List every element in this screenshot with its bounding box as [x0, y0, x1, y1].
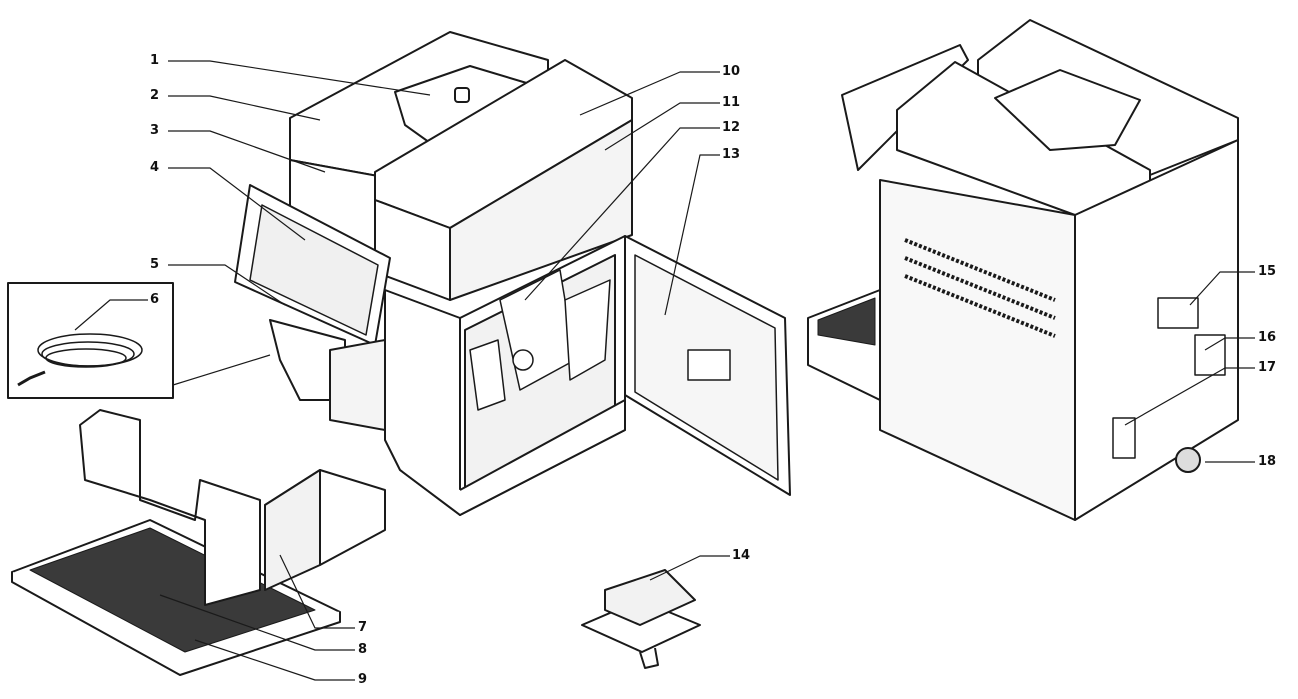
leader-1 — [168, 60, 431, 96]
door-label — [687, 349, 731, 381]
callout-5: 5 — [150, 257, 160, 272]
leader-17 — [1124, 367, 1255, 426]
rear-vent-1 — [904, 238, 1056, 302]
leader-lines — [74, 60, 1255, 681]
callout-2: 2 — [150, 88, 160, 103]
front-hopper-side — [449, 119, 633, 301]
hose-coil-3 — [45, 348, 127, 368]
rear-tray-grid — [817, 297, 876, 346]
leader-3 — [168, 130, 326, 173]
brew-unit-gear — [512, 349, 534, 371]
milk-hose-inset — [7, 282, 271, 399]
brew-unit-block — [604, 569, 696, 626]
callout-17: 17 — [1258, 360, 1277, 375]
callout-8: 8 — [358, 642, 368, 657]
water-knob-18 — [1175, 447, 1201, 473]
leader-8 — [159, 594, 355, 651]
rear-lid — [994, 69, 1141, 151]
brew-unit-stem — [639, 647, 659, 669]
leader-15 — [1189, 271, 1255, 306]
rear-vent-3 — [904, 274, 1056, 338]
rear-body-left — [879, 179, 1076, 521]
leader-12 — [524, 127, 720, 301]
callout-13: 13 — [722, 147, 741, 162]
rear-machine — [807, 19, 1239, 521]
callout-14: 14 — [732, 548, 751, 563]
leader-7 — [279, 554, 355, 629]
leader-4 — [168, 167, 306, 241]
grounds-slot — [469, 339, 506, 411]
leader-11 — [604, 102, 720, 151]
leader-2 — [168, 95, 321, 121]
inset-frame — [7, 282, 174, 399]
callout-16: 16 — [1258, 330, 1277, 345]
hose-connector — [17, 370, 46, 387]
leader-14 — [649, 555, 730, 581]
splash-wall — [79, 409, 261, 606]
grounds-container-front — [264, 469, 321, 591]
drip-grid — [29, 527, 316, 653]
callout-7: 7 — [358, 620, 368, 635]
touch-display-screen — [249, 204, 379, 336]
front-base — [399, 399, 626, 516]
inset-leader — [172, 354, 271, 386]
power-switch-17 — [1112, 417, 1136, 459]
callout-11: 11 — [722, 95, 741, 110]
callout-4: 4 — [150, 160, 160, 175]
coffee-spout — [269, 319, 346, 401]
leader-13 — [664, 154, 720, 316]
rear-vent-2 — [904, 256, 1056, 320]
brew-unit-part — [581, 569, 701, 669]
callout-1: 1 — [150, 53, 160, 68]
callout-12: 12 — [722, 120, 741, 135]
drip-tray-assembly — [11, 409, 386, 676]
callout-3: 3 — [150, 123, 160, 138]
chute — [564, 279, 611, 381]
leader-10 — [579, 71, 720, 116]
leader-16 — [1204, 337, 1255, 351]
leader-9 — [194, 639, 355, 681]
leader-6 — [74, 299, 148, 331]
callout-18: 18 — [1258, 454, 1277, 469]
callout-10: 10 — [722, 64, 741, 79]
callout-15: 15 — [1258, 264, 1277, 279]
front-machine — [234, 31, 791, 516]
leader-5 — [168, 264, 286, 306]
spout-housing — [329, 339, 386, 431]
hose-coil-2 — [41, 341, 135, 367]
callout-6: 6 — [150, 292, 160, 307]
lid-handle — [454, 87, 470, 103]
callout-9: 9 — [358, 672, 368, 687]
